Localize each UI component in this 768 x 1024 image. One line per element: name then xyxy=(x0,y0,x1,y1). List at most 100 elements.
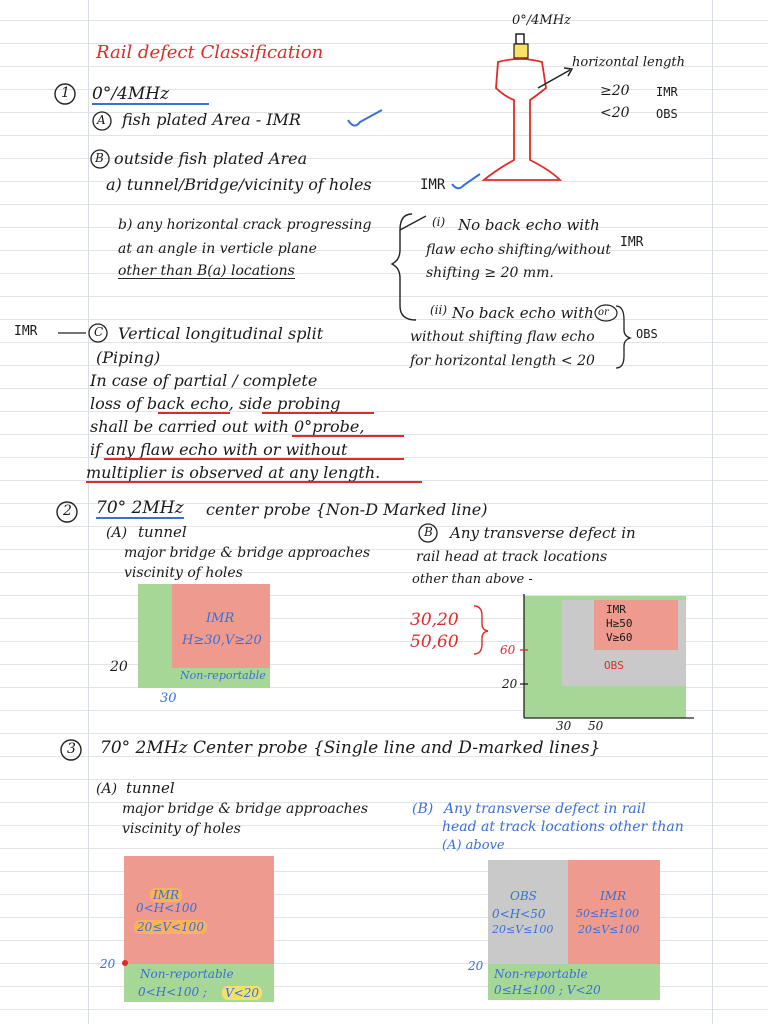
s2-a-imr-cond: H≥30,V≥20 xyxy=(182,633,262,648)
underline-flaw-echo xyxy=(104,458,404,460)
s1-opt2-or-circle xyxy=(594,304,618,322)
rule-line xyxy=(0,687,768,688)
s2-b-line3: other than above - xyxy=(412,572,533,587)
s1-c-line4: loss of back echo, side probing xyxy=(90,394,341,413)
rule-line xyxy=(0,135,768,136)
s3-b-obs-v: 20≤V≤100 xyxy=(492,923,554,936)
rule-line xyxy=(0,917,768,918)
rail-probe-label: 0°/4MHz xyxy=(512,13,571,28)
rule-line xyxy=(0,434,768,435)
s3-a-bottom-h: 0<H<100 ; xyxy=(138,985,207,999)
rule-line xyxy=(0,250,768,251)
s3-a-tick: 20 xyxy=(100,957,116,971)
rule-line xyxy=(0,733,768,734)
s3-a-line1: tunnel xyxy=(126,779,175,797)
rule-line xyxy=(0,595,768,596)
s2-a-nonreportable-label: Non-reportable xyxy=(180,669,266,682)
underline-with-probe xyxy=(292,435,404,437)
s1-opt1-line1: No back echo with xyxy=(458,216,600,234)
s3-b-bottom: 0≤H≤100 ; V<20 xyxy=(494,983,601,997)
s2-b-tick-y60: 60 xyxy=(500,643,516,657)
rule-line xyxy=(0,480,768,481)
s2-b-pair-1: 30,20 xyxy=(410,610,459,630)
s1-b-a-class: IMR xyxy=(420,177,446,193)
s2-b-obs-label: OBS xyxy=(604,659,624,672)
s1-opt2-line1: No back echo with xyxy=(452,304,594,322)
rule-line xyxy=(0,204,768,205)
s3-a-bottom-v: V<20 xyxy=(222,986,262,1000)
brace-right-icon xyxy=(473,605,489,655)
section-3-heading: 70° 2MHz Center probe {Single line and D… xyxy=(100,738,601,758)
s1-a-circle xyxy=(92,111,112,131)
s1-opt2-class: OBS xyxy=(636,327,658,341)
margin-line xyxy=(88,0,89,1024)
s1-opt1-line2: flaw echo shifting/without xyxy=(426,242,611,258)
s2-a-line1: tunnel xyxy=(138,523,187,541)
underline-back-echo xyxy=(158,412,230,414)
rule-line xyxy=(0,963,768,964)
margin-line-right xyxy=(712,0,713,1024)
s1-opt1-class: IMR xyxy=(620,235,644,250)
s2-b-imr-label: IMR xyxy=(606,603,626,616)
s3-b-nonreportable-label: Non-reportable xyxy=(494,967,588,981)
s1-b-b-line3: other than B(a) locations xyxy=(118,263,295,279)
s1-b-marker: B xyxy=(95,151,104,165)
rule-line xyxy=(0,802,768,803)
s1-b-circle xyxy=(90,149,110,169)
s1-opt2-line2: without shifting flaw echo xyxy=(410,329,595,345)
section-3-circle xyxy=(60,739,82,761)
rule-line xyxy=(0,848,768,849)
s3-b-nonreportable-zone xyxy=(488,964,660,1000)
rule-line xyxy=(0,457,768,458)
s3-a-tick-dot xyxy=(122,960,128,966)
rule-line xyxy=(0,549,768,550)
rule-line xyxy=(0,710,768,711)
s1-c-circle xyxy=(88,323,108,343)
s3-a-marker: (A) xyxy=(96,781,118,797)
s1-b-text: outside fish plated Area xyxy=(114,149,308,168)
rule-line xyxy=(0,618,768,619)
rule-line xyxy=(0,572,768,573)
rule-line xyxy=(0,503,768,504)
s2-b-line2: rail head at track locations xyxy=(416,549,608,565)
s2-b-axes xyxy=(520,594,694,719)
s3-b-line1: Any transverse defect in rail xyxy=(444,801,646,817)
rule-line xyxy=(0,664,768,665)
rule-line xyxy=(0,43,768,44)
rail-row-cls-2: OBS xyxy=(656,107,678,121)
rule-line xyxy=(0,89,768,90)
rule-line xyxy=(0,871,768,872)
s2-a-line3: viscinity of holes xyxy=(124,565,243,581)
s2-b-imr-zone xyxy=(594,600,678,650)
s2-a-marker: (A) xyxy=(106,525,128,541)
rail-row-cls-1: IMR xyxy=(656,85,678,99)
rule-line xyxy=(0,940,768,941)
s3-b-imr-label: IMR xyxy=(600,889,627,903)
s1-c-line6: if any flaw echo with or without xyxy=(90,440,348,459)
rule-line xyxy=(0,319,768,320)
brace-right-icon xyxy=(615,305,633,369)
s2-b-imr-v: V≥60 xyxy=(606,631,633,644)
check-mark-icon xyxy=(347,109,383,127)
rule-line xyxy=(0,227,768,228)
section-1-number: 1 xyxy=(61,85,70,101)
rule-line xyxy=(0,342,768,343)
page-title: Rail defect Classification xyxy=(96,42,324,63)
s3-b-line2: head at track locations other than xyxy=(442,819,684,835)
rail-arrow-label: horizontal length xyxy=(572,55,686,70)
rule-line xyxy=(0,66,768,67)
s2-a-imr-zone xyxy=(172,584,270,668)
section-2-heading: center probe {Non-D Marked line) xyxy=(206,500,488,519)
rule-line xyxy=(0,986,768,987)
s1-c-line1: Vertical longitudinal split xyxy=(118,324,324,343)
section-2-probe: 70° 2MHz xyxy=(96,498,184,519)
s1-opt2-or: or xyxy=(598,307,609,318)
rule-line xyxy=(0,112,768,113)
s2-a-tick-x: 30 xyxy=(160,691,177,706)
s3-b-obs-zone xyxy=(488,860,568,964)
s2-b-tick-x30: 30 xyxy=(556,719,572,733)
rule-line xyxy=(0,273,768,274)
s3-b-imr-h: 50≤H≤100 xyxy=(576,907,640,920)
rule-line xyxy=(0,779,768,780)
s2-b-marker: B xyxy=(424,525,433,539)
